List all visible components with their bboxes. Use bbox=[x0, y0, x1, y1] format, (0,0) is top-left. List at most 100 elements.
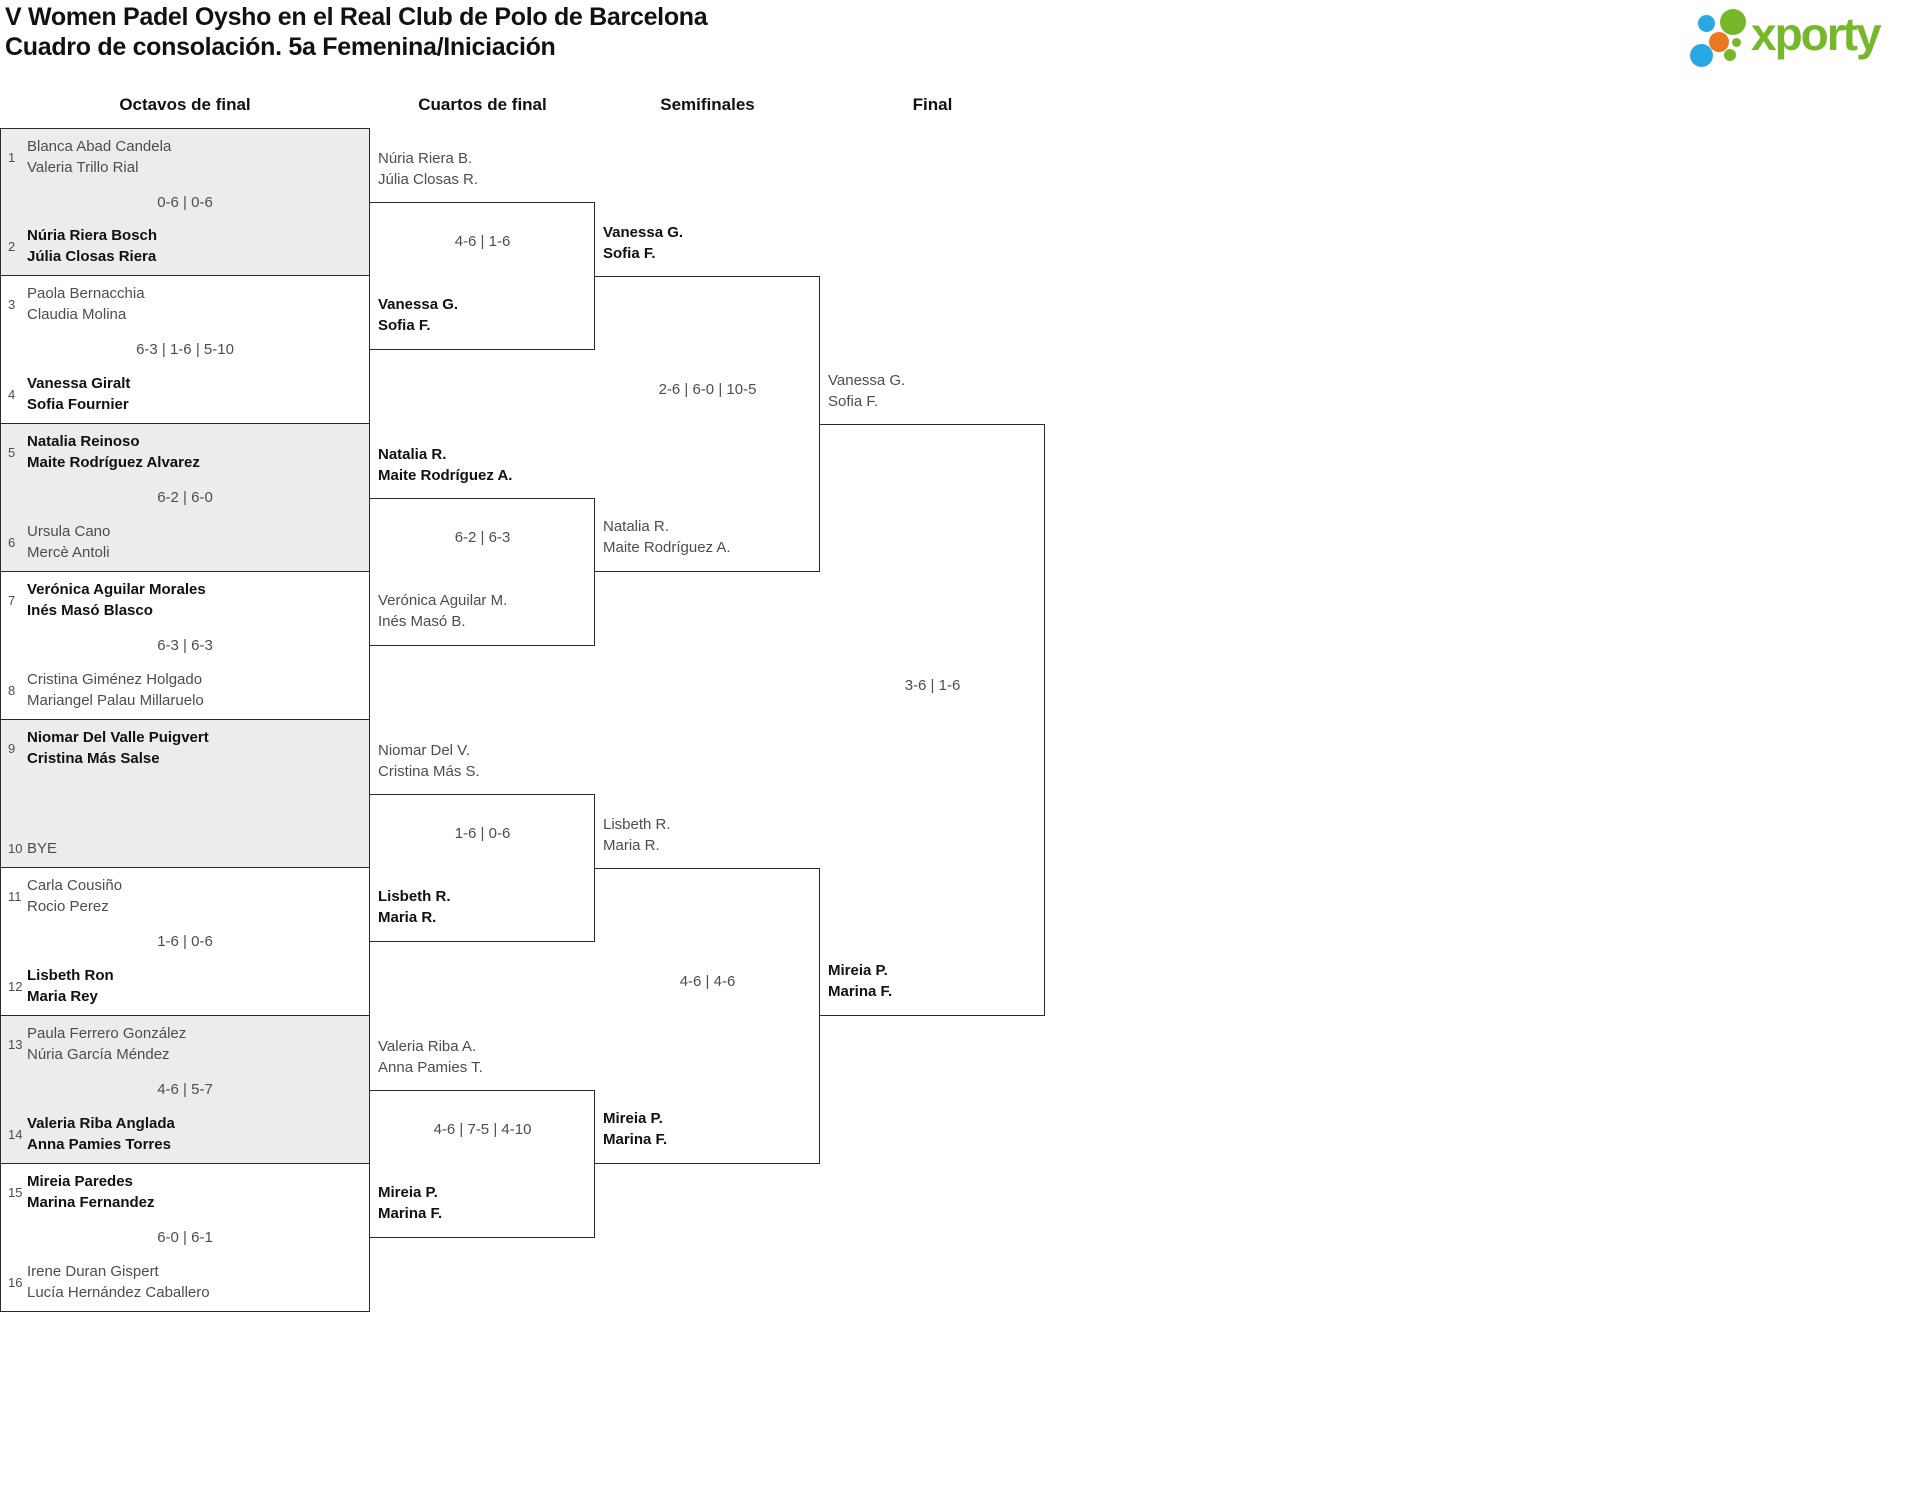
team-name: Ursula Cano Mercè Antoli bbox=[27, 523, 111, 561]
match-score: 2-6 | 6-0 | 10-5 bbox=[658, 381, 757, 398]
match-score: 4-6 | 1-6 bbox=[454, 233, 511, 250]
team-name: Vanessa Giralt Sofia Fournier bbox=[27, 375, 131, 413]
team-name: Núria Riera Bosch Júlia Closas Riera bbox=[27, 227, 158, 265]
logo-dot-blue-large bbox=[1690, 44, 1713, 67]
team-name: Niomar Del Valle Puigvert Cristina Más S… bbox=[27, 729, 209, 767]
team-label: Lisbeth R. Maria R. bbox=[603, 816, 671, 854]
team-label: Vanessa G. Sofia F. bbox=[828, 372, 906, 410]
team-name: BYE bbox=[27, 840, 58, 857]
match-box-octavos-3: 5 Natalia Reinoso Maite Rodríguez Alvarez… bbox=[0, 424, 370, 572]
seed-number: 8 bbox=[8, 682, 16, 698]
match-box-cuartos-2 bbox=[370, 498, 595, 646]
team-row: 10 BYE bbox=[8, 838, 363, 859]
logo-dot-green-small bbox=[1724, 49, 1736, 61]
team-row: 8 Cristina Giménez Holgado Mariangel Pala… bbox=[8, 669, 363, 711]
team-row: 7 Verónica Aguilar Morales Inés Masó Blas… bbox=[8, 579, 363, 621]
match-box-octavos-2: 3 Paola Bernacchia Claudia Molina 4 Vanessa… bbox=[0, 276, 370, 424]
team-row: 4 Vanessa Giralt Sofia Fournier bbox=[8, 373, 363, 415]
match-score: 1-6 | 0-6 bbox=[157, 933, 213, 950]
team-label: Vanessa G. Sofia F. bbox=[378, 296, 459, 334]
logo-wordmark: xporty bbox=[1751, 8, 1882, 60]
match-score: 4-6 | 7-5 | 4-10 bbox=[433, 1121, 532, 1138]
seed-number: 7 bbox=[8, 592, 16, 608]
match-box-final-1 bbox=[820, 424, 1045, 1016]
match-box-cuartos-3 bbox=[370, 794, 595, 942]
team-row: 2 Núria Riera Bosch Júlia Closas Riera bbox=[8, 225, 363, 267]
tournament-title: V Women Padel Oysho en el Real Club de P… bbox=[5, 3, 708, 31]
team-name: Valeria Riba Anglada Anna Pamies Torres bbox=[27, 1115, 175, 1153]
match-score: 6-3 | 1-6 | 5-10 bbox=[136, 341, 234, 358]
seed-number: 1 bbox=[8, 149, 16, 165]
team-label: Núria Riera B. Júlia Closas R. bbox=[378, 150, 479, 188]
seed-number: 13 bbox=[8, 1036, 23, 1052]
team-row: 1 Blanca Abad Candela Valeria Trillo Rial bbox=[8, 136, 363, 178]
team-name: Blanca Abad Candela Valeria Trillo Rial bbox=[27, 138, 172, 176]
team-name: Verónica Aguilar Morales Inés Masó Blasc… bbox=[27, 581, 206, 619]
team-label: Valeria Riba A. Anna Pamies T. bbox=[378, 1038, 483, 1076]
team-row: 11 Carla Cousiño Rocio Perez bbox=[8, 875, 363, 917]
round-header-octavos: Octavos de final bbox=[119, 95, 251, 114]
seed-number: 9 bbox=[8, 740, 16, 756]
team-row: 6 Ursula Cano Mercè Antoli bbox=[8, 521, 363, 563]
seed-number: 16 bbox=[8, 1274, 23, 1290]
seed-number: 12 bbox=[8, 978, 23, 994]
match-box-octavos-4: 7 Verónica Aguilar Morales Inés Masó Blas… bbox=[0, 572, 370, 720]
xporty-logo[interactable]: xporty bbox=[1688, 2, 1918, 68]
team-label: Mireia P. Marina F. bbox=[378, 1184, 443, 1222]
logo-dot-orange bbox=[1709, 32, 1729, 52]
match-score: 6-2 | 6-0 bbox=[157, 489, 213, 506]
team-row: 3 Paola Bernacchia Claudia Molina bbox=[8, 283, 363, 325]
match-score: 1-6 | 0-6 bbox=[454, 825, 511, 842]
match-score: 3-6 | 1-6 bbox=[904, 677, 961, 694]
match-score: 6-2 | 6-3 bbox=[454, 529, 511, 546]
seed-number: 4 bbox=[8, 386, 16, 402]
logo-dot-green-tiny bbox=[1732, 38, 1741, 47]
team-label: Natalia R. Maite Rodríguez A. bbox=[378, 446, 513, 484]
team-row: 9 Niomar Del Valle Puigvert Cristina Más … bbox=[8, 727, 363, 769]
logo-dot-green-large bbox=[1720, 9, 1746, 35]
match-score: 6-0 | 6-1 bbox=[157, 1229, 213, 1246]
team-name: Carla Cousiño Rocio Perez bbox=[27, 877, 123, 915]
seed-number: 10 bbox=[8, 841, 23, 856]
seed-number: 3 bbox=[8, 296, 16, 312]
logo-dot-blue-small bbox=[1698, 15, 1715, 32]
match-score: 4-6 | 4-6 bbox=[679, 973, 736, 990]
team-name: Paula Ferrero González Núria García Ménd… bbox=[27, 1025, 187, 1063]
team-name: Irene Duran Gispert Lucía Hernández Caba… bbox=[27, 1263, 210, 1301]
seed-number: 14 bbox=[8, 1126, 23, 1142]
team-label: Mireia P. Marina F. bbox=[603, 1110, 668, 1148]
round-header-semifinales: Semifinales bbox=[660, 95, 755, 114]
team-label: Niomar Del V. Cristina Más S. bbox=[378, 742, 480, 780]
seed-number: 5 bbox=[8, 444, 16, 460]
team-name: Lisbeth Ron Maria Rey bbox=[27, 967, 114, 1005]
team-name: Paola Bernacchia Claudia Molina bbox=[27, 285, 145, 323]
match-score: 4-6 | 5-7 bbox=[157, 1081, 213, 1098]
team-label: Verónica Aguilar M. Inés Masó B. bbox=[378, 592, 508, 630]
team-name: Cristina Giménez Holgado Mariangel Palau… bbox=[27, 671, 204, 709]
seed-number: 6 bbox=[8, 534, 16, 550]
match-box-cuartos-4 bbox=[370, 1090, 595, 1238]
round-header-cuartos: Cuartos de final bbox=[418, 95, 547, 114]
match-box-semifinales-1 bbox=[595, 276, 820, 572]
seed-number: 2 bbox=[8, 238, 16, 254]
team-label: Mireia P. Marina F. bbox=[828, 962, 893, 1000]
match-box-semifinales-2 bbox=[595, 868, 820, 1164]
seed-number: 11 bbox=[8, 888, 22, 904]
bracket-subtitle: Cuadro de consolación. 5a Femenina/Inici… bbox=[5, 33, 556, 61]
team-name: Natalia Reinoso Maite Rodríguez Alvarez bbox=[27, 433, 200, 471]
round-header-final: Final bbox=[912, 95, 953, 114]
team-row: 5 Natalia Reinoso Maite Rodríguez Alvarez bbox=[8, 431, 363, 473]
match-box-octavos-1: 1 Blanca Abad Candela Valeria Trillo Rial… bbox=[0, 128, 370, 276]
match-box-octavos-5: 9 Niomar Del Valle Puigvert Cristina Más … bbox=[0, 720, 370, 868]
team-label: Lisbeth R. Maria R. bbox=[378, 888, 451, 926]
